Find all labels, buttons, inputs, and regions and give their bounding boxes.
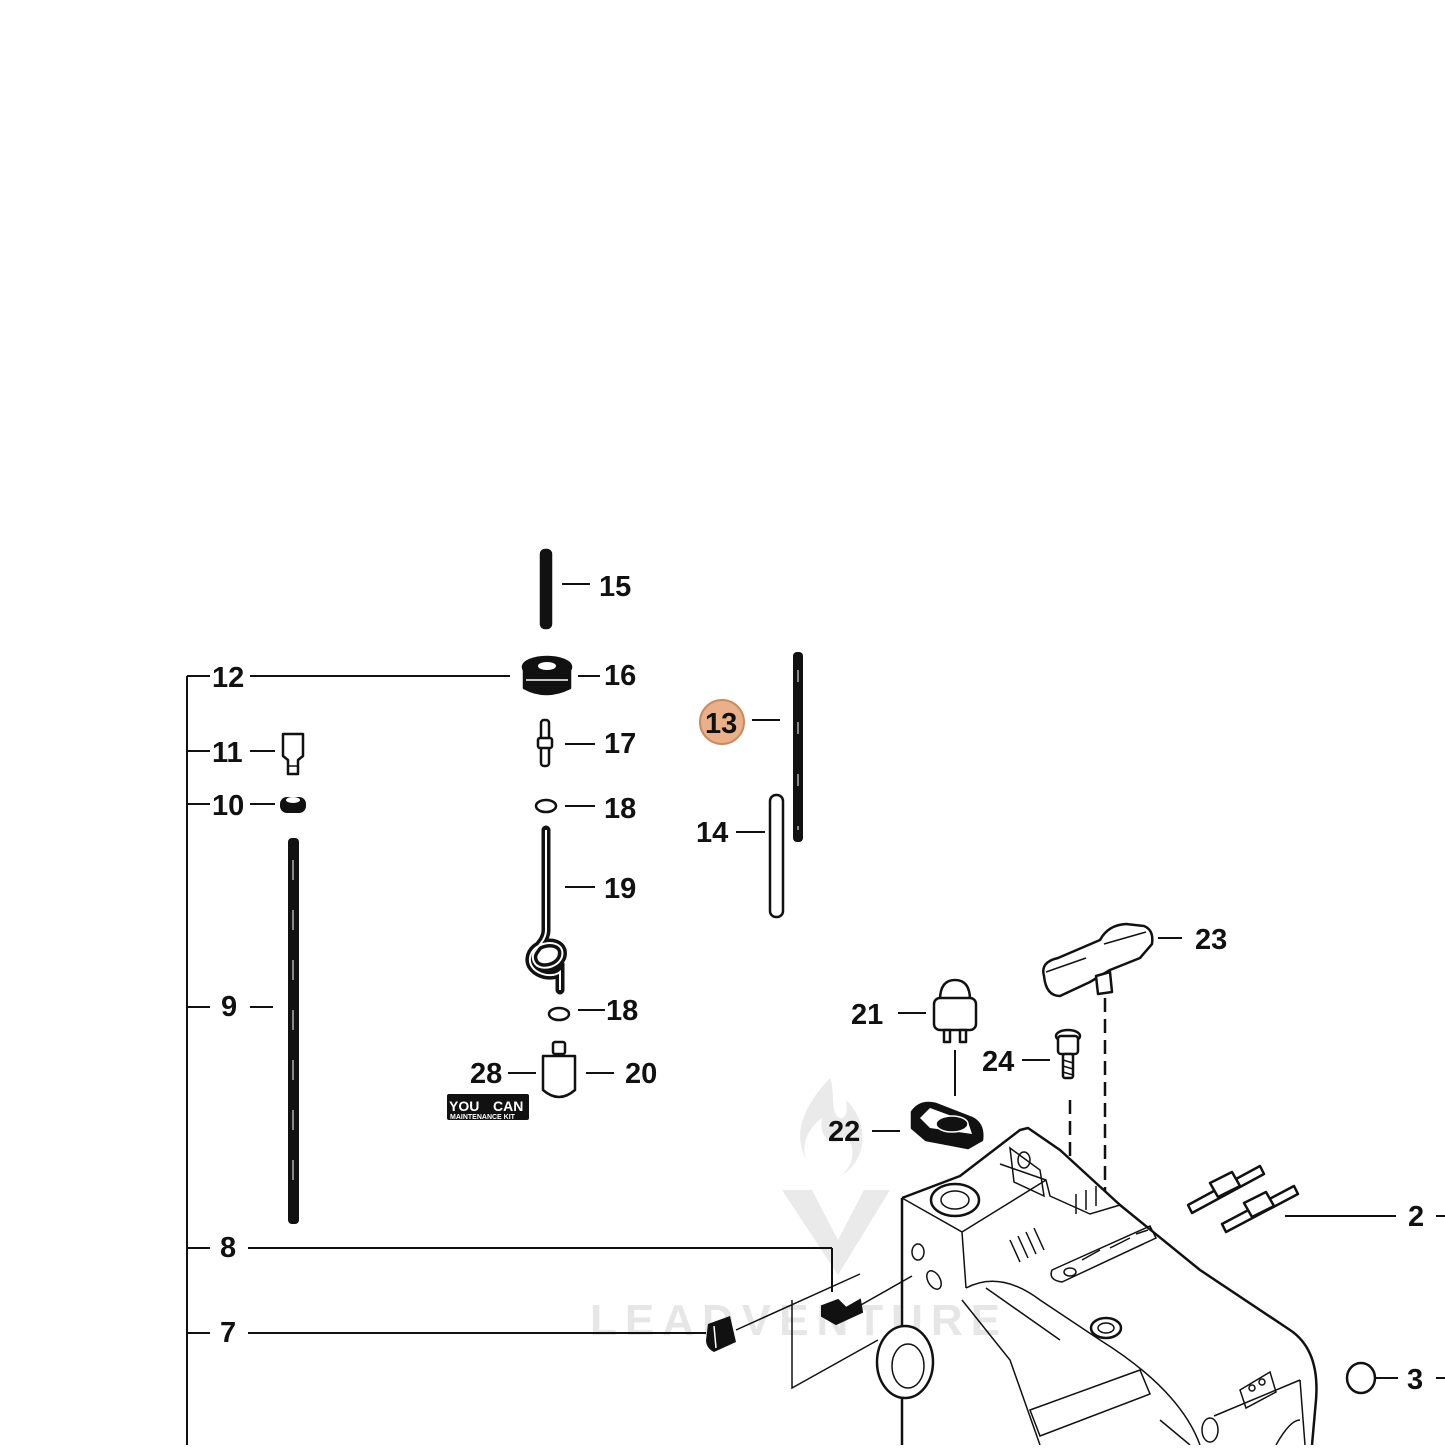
svg-text:CAN: CAN xyxy=(493,1098,523,1114)
label-12: 12 xyxy=(212,662,244,694)
svg-text:YOU: YOU xyxy=(449,1098,479,1114)
part-16-grommet xyxy=(521,655,600,696)
label-3: 3 xyxy=(1407,1364,1423,1396)
label-13: 13 xyxy=(705,708,737,740)
part-19-hose xyxy=(525,825,595,995)
part-13-rod xyxy=(699,652,803,842)
label-7: 7 xyxy=(220,1317,236,1349)
part-18-ring-bottom xyxy=(547,1006,605,1022)
label-11: 11 xyxy=(212,737,243,769)
part-9-tube xyxy=(288,838,299,1224)
label-28: 28 xyxy=(470,1058,502,1090)
part-8-elbow xyxy=(821,1298,864,1326)
label-15: 15 xyxy=(599,571,631,603)
part-11-fitting xyxy=(281,732,305,776)
label-17: 17 xyxy=(604,728,636,760)
crankcase-housing xyxy=(875,1126,1318,1446)
label-23: 23 xyxy=(1195,924,1227,956)
highlight-badge xyxy=(699,699,745,745)
label-9: 9 xyxy=(221,991,237,1023)
maintenance-kit-logo: YOU CAN MAINTENANCE KIT xyxy=(447,1094,529,1121)
part-24-screw xyxy=(1022,1028,1082,1080)
label-10: 10 xyxy=(212,790,244,822)
watermark-text: LEADVENTURE xyxy=(590,1296,1008,1345)
label-16: 16 xyxy=(604,660,636,692)
part-18-ring-top xyxy=(534,798,595,814)
part-2-studs xyxy=(1186,1164,1445,1234)
part-7-cap xyxy=(706,1316,736,1352)
part-17-connector xyxy=(536,718,595,768)
part-20-filter xyxy=(508,1040,614,1099)
label-22: 22 xyxy=(828,1116,860,1148)
part-10-grommet xyxy=(280,797,306,813)
part-3-plug xyxy=(1345,1361,1445,1395)
part-23-lever xyxy=(1042,922,1182,998)
watermark: LEADVENTURE xyxy=(590,1078,1008,1345)
label-2: 2 xyxy=(1408,1201,1424,1233)
label-14: 14 xyxy=(696,817,728,849)
label-21: 21 xyxy=(851,999,883,1031)
part-15-tube xyxy=(539,548,590,630)
label-19: 19 xyxy=(604,873,636,905)
group-bracket xyxy=(186,675,833,1445)
label-20: 20 xyxy=(625,1058,657,1090)
svg-text:MAINTENANCE KIT: MAINTENANCE KIT xyxy=(450,1114,516,1121)
part-14-pin xyxy=(736,793,785,919)
label-18-top: 18 xyxy=(604,793,636,825)
callout-labels: 15 12 16 13 11 17 10 18 14 19 23 9 18 21… xyxy=(212,571,1424,1396)
part-22-housing xyxy=(872,1101,984,1150)
label-8: 8 xyxy=(220,1232,236,1264)
label-24: 24 xyxy=(982,1046,1014,1078)
label-18-bottom: 18 xyxy=(606,995,638,1027)
part-21-primer xyxy=(898,978,978,1096)
